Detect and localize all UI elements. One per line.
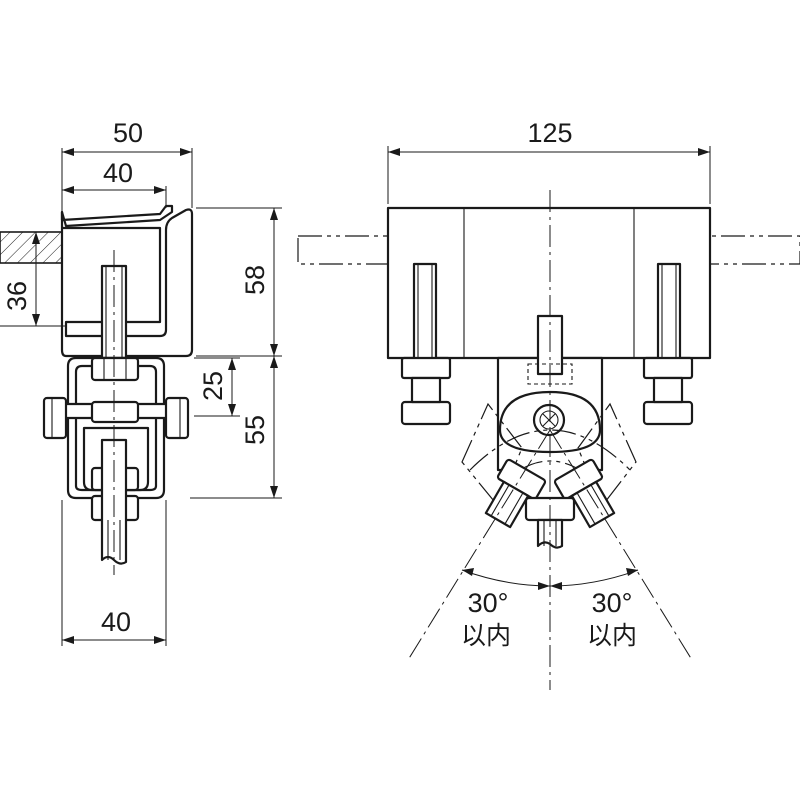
upper-nut [90,356,140,382]
arrow [228,358,236,370]
front-bolt-left-lower [410,376,442,404]
angle-limit-left [407,429,551,661]
dim-label-side-width-bottom: 40 [101,607,131,637]
front-nut-right [642,400,694,426]
arrow [62,186,74,194]
arrow [62,148,74,156]
arrow [32,232,40,244]
front-bolt-right-lower [652,376,684,404]
arrow [62,636,74,644]
front-bolt-left [412,262,438,366]
angle-label-right-value: 30° [592,588,633,618]
dim-label-side-height-total: 58 [240,265,270,295]
arrow [32,314,40,326]
arrow [228,404,236,416]
angle-limit-right [549,429,693,661]
arrow [154,636,166,644]
clamp-top-lip [60,204,174,228]
front-nut-right-top [642,356,694,380]
pin-hole [539,410,559,430]
arrow [270,344,278,356]
arrow [154,186,166,194]
front-nut-left-top [400,356,452,380]
arrow [270,356,278,368]
angle-label-left-note: 以内 [461,621,511,650]
pin-bolt-nut-right [164,396,190,440]
arrow [388,148,400,156]
arrow [270,486,278,498]
swing-phantom-left [461,402,523,508]
arrow [270,208,278,220]
pin-cross [542,413,556,427]
front-bolt-right [656,262,682,366]
dim-label-side-height-hanger: 25 [198,371,228,401]
dim-label-side-height-flange: 36 [2,281,32,311]
dim-label-side-height-lower: 55 [240,415,270,445]
angle-arc-right [549,569,639,587]
front-nut-left [400,400,452,426]
arrow [626,568,638,576]
angle-label-left-value: 30° [468,588,509,618]
arrow [462,568,474,576]
side-view: 50 40 36 58 25 55 40 [0,118,282,646]
rod-tilted-right [553,458,616,529]
swing-phantom-right [577,402,637,508]
front-view: 30° 以内 30° 以内 125 [297,118,800,690]
dim-label-front-width: 125 [527,118,572,148]
swing-phantom-arc [469,429,631,471]
arrow [538,582,550,590]
arrow [698,148,710,156]
dim-label-side-width-inner: 40 [103,158,133,188]
angle-label-right-note: 以内 [587,621,637,650]
arrow [180,148,192,156]
angle-arc-left [461,569,551,587]
dim-label-side-width-top: 50 [113,118,143,148]
swing-phantom-arc-inner [519,460,581,471]
pin-bolt-center-nut [90,400,140,424]
pin-bolt-head-left [42,396,68,440]
arrow [550,582,562,590]
rod-tilted-left [484,458,547,529]
